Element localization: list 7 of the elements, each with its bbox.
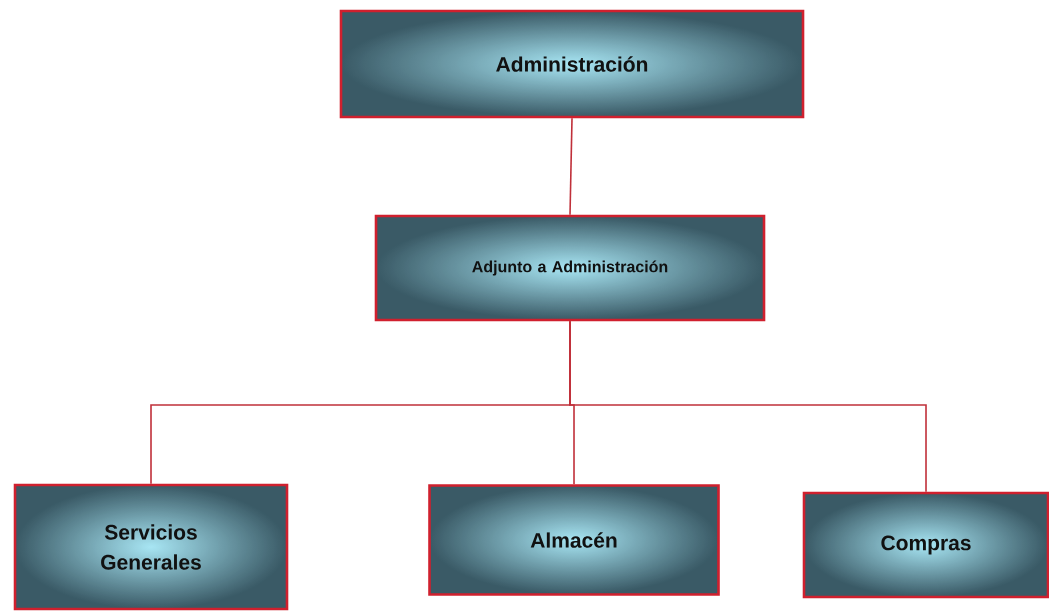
org-box: Adjunto a Administración: [374, 214, 766, 322]
org-box: Almacén: [428, 484, 720, 596]
connector-line: [569, 117, 573, 216]
org-box: Compras: [802, 491, 1049, 599]
connector-line: [569, 320, 927, 493]
org-box: Administración: [339, 9, 805, 119]
org-box: Servicios Generales: [13, 483, 289, 611]
